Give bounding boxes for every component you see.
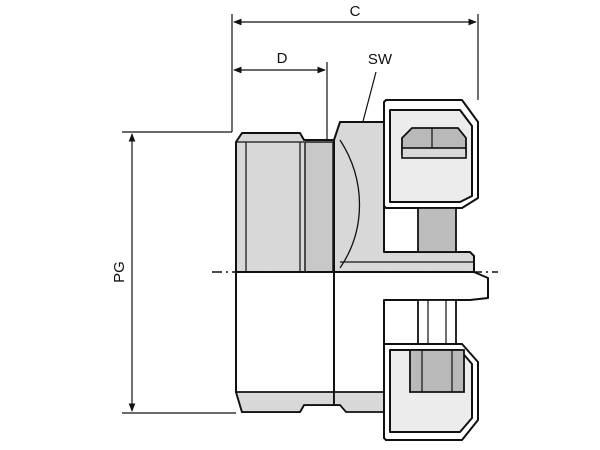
sw-label: SW <box>368 51 393 68</box>
screw-head-base <box>401 147 467 159</box>
thread-lower-band <box>234 391 335 413</box>
dim-c-label: C <box>350 3 361 20</box>
thread-relief-upper <box>304 141 334 273</box>
screw-shank-upper <box>417 207 457 253</box>
cap-upper <box>383 99 479 209</box>
screw-shank <box>417 207 457 345</box>
dimension-d: D <box>233 50 328 140</box>
dimension-pg: PG <box>111 131 236 414</box>
thread-lower-outline <box>235 271 335 413</box>
hex-flat-curve <box>339 139 361 269</box>
hex-lower-band <box>333 391 385 413</box>
nut-lower-block <box>409 349 465 393</box>
screw-shank-lower <box>417 299 457 345</box>
dim-pg-label: PG <box>111 261 128 283</box>
cap-lower <box>383 343 479 441</box>
thread-section <box>234 132 335 413</box>
dimension-c: C <box>231 3 479 132</box>
dim-d-label: D <box>277 50 288 67</box>
